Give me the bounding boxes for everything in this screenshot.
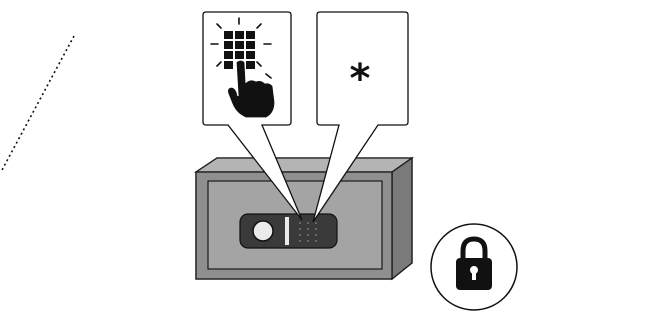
lock-status [431, 224, 517, 310]
safe [196, 158, 412, 279]
safe-top [196, 158, 412, 172]
panel-handle [285, 217, 289, 245]
safe-side [392, 158, 412, 279]
dotted-guide-line [2, 36, 74, 170]
asterisk-symbol: * [350, 56, 371, 102]
safe-knob [253, 221, 273, 241]
